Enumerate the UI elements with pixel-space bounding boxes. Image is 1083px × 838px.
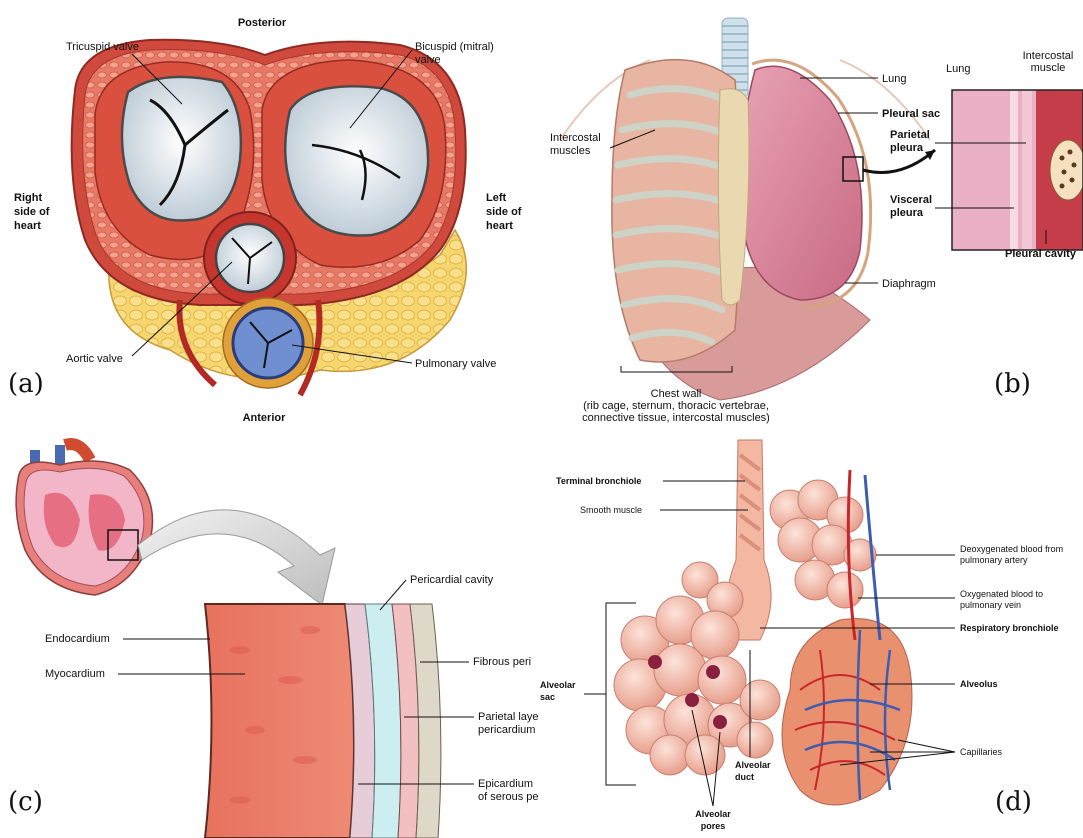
- bicuspid-label-line1: Bicuspid (mitral): [415, 41, 494, 53]
- alveolar-sac-line2: sac: [540, 692, 555, 702]
- bicuspid-valve-shape: [285, 86, 428, 235]
- alveolar-pores-line1: Alveolar: [695, 809, 731, 819]
- aortic-label: Aortic valve: [66, 353, 123, 365]
- capillaries-label: Capillaries: [960, 747, 1003, 757]
- bicuspid-label-line2: valve: [415, 54, 441, 66]
- panel-d: Terminal bronchiole Smooth muscle Deoxyg…: [540, 440, 1063, 831]
- terminal-bronchiole-label: Terminal bronchiole: [556, 476, 641, 486]
- endocardium-label: Endocardium: [45, 633, 110, 645]
- pleural-sac-label: Pleural sac: [882, 108, 940, 120]
- anterior-label: Anterior: [243, 412, 287, 424]
- panel-a-letter: (a): [8, 369, 44, 399]
- right-side-line1: Right: [14, 192, 42, 204]
- chest-wall-line1: Chest wall: [651, 388, 702, 400]
- panel-c-letter: (c): [8, 787, 43, 817]
- pulmonary-label: Pulmonary valve: [415, 358, 496, 370]
- right-side-line2: side of: [14, 206, 50, 218]
- inset-intercostal-line2: muscle: [1031, 62, 1066, 74]
- fibrous-label: Fibrous peri: [473, 656, 531, 668]
- parietal-pleura-line1: Parietal: [890, 129, 930, 141]
- pericardial-cavity-label: Pericardial cavity: [410, 574, 494, 586]
- intercostal-muscles-line2: muscles: [550, 145, 591, 157]
- lung-label: Lung: [882, 73, 906, 85]
- tricuspid-label: Tricuspid valve: [66, 41, 139, 53]
- deoxygenated-line2: pulmonary artery: [960, 555, 1028, 565]
- parietal-layer-line1: Parietal laye: [478, 711, 539, 723]
- diaphragm-label: Diaphragm: [882, 278, 936, 290]
- alveolar-sac-line1: Alveolar: [540, 680, 576, 690]
- inset-lung-label: Lung: [946, 63, 970, 75]
- myocardium-label: Myocardium: [45, 668, 105, 680]
- visceral-pleura-line1: Visceral: [890, 194, 932, 206]
- smooth-muscle-label: Smooth muscle: [580, 505, 642, 515]
- alveolar-pores-line2: pores: [701, 821, 726, 831]
- visceral-pleura-line2: pleura: [890, 207, 924, 219]
- left-side-line3: heart: [486, 220, 513, 232]
- posterior-label: Posterior: [238, 17, 287, 29]
- pleural-cavity-label: Pleural cavity: [1005, 248, 1077, 260]
- panel-c: Pericardial cavity Endocardium Myocardiu…: [8, 444, 539, 838]
- thorax-illustration: [560, 18, 1083, 400]
- panel-b-letter: (b): [994, 369, 1031, 399]
- alveolus-label: Alveolus: [960, 679, 998, 689]
- alveoli-illustration: [614, 440, 912, 805]
- left-side-line1: Left: [486, 192, 507, 204]
- right-side-line3: heart: [14, 220, 41, 232]
- epicardium-line1: Epicardium: [478, 778, 533, 790]
- deoxygenated-line1: Deoxygenated blood from: [960, 544, 1063, 554]
- parietal-pleura-line2: pleura: [890, 142, 924, 154]
- chest-wall-line2: (rib cage, sternum, thoracic vertebrae,: [583, 400, 769, 412]
- inset-intercostal-line1: Intercostal: [1023, 50, 1074, 62]
- chest-wall-line3: connective tissue, intercostal muscles): [582, 412, 770, 424]
- parietal-layer-line2: pericardium: [478, 724, 535, 736]
- alveolar-duct-line2: duct: [735, 772, 754, 782]
- left-side-line2: side of: [486, 206, 522, 218]
- oxygenated-line1: Oxygenated blood to: [960, 589, 1043, 599]
- intercostal-muscles-line1: Intercostal: [550, 132, 601, 144]
- respiratory-bronchiole-label: Respiratory bronchiole: [960, 623, 1059, 633]
- tricuspid-valve-shape: [122, 77, 241, 221]
- panel-d-letter: (d): [995, 787, 1032, 817]
- alveolar-duct-line1: Alveolar: [735, 760, 771, 770]
- oxygenated-line2: pulmonary vein: [960, 600, 1021, 610]
- heart-valve-illustration: [72, 40, 467, 395]
- panel-a: Posterior Anterior Right side of heart L…: [8, 17, 522, 424]
- epicardium-line2: of serous pe: [478, 791, 539, 803]
- panel-b: Intercostal muscles Lung Pleural sac Dia…: [550, 18, 1083, 424]
